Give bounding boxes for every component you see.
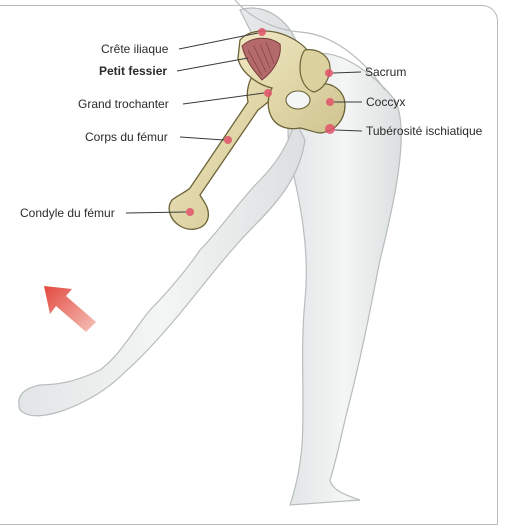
marker-condyle xyxy=(186,208,194,216)
marker-coccyx xyxy=(326,98,334,106)
marker-corps xyxy=(224,136,232,144)
label-crete-iliaque: Crête iliaque xyxy=(101,42,168,56)
label-coccyx: Coccyx xyxy=(366,95,405,109)
marker-crete xyxy=(258,28,266,36)
obturator-foramen xyxy=(286,91,310,109)
movement-arrow xyxy=(44,286,96,332)
marker-sacrum xyxy=(325,69,333,77)
label-sacrum: Sacrum xyxy=(365,65,406,79)
leg-drawing xyxy=(0,0,505,508)
label-corps-du-femur: Corps du fémur xyxy=(85,130,168,144)
marker-grand-trochanter xyxy=(264,89,272,97)
anatomy-illustration: Crête iliaque Petit fessier Grand trocha… xyxy=(0,0,505,508)
marker-tuberosite xyxy=(325,124,335,134)
label-petit-fessier: Petit fessier xyxy=(99,64,167,78)
label-condyle-du-femur: Condyle du fémur xyxy=(20,206,115,220)
label-grand-trochanter: Grand trochanter xyxy=(78,97,169,111)
label-tuberosite-ischiatique: Tubérosité ischiatique xyxy=(366,124,482,138)
